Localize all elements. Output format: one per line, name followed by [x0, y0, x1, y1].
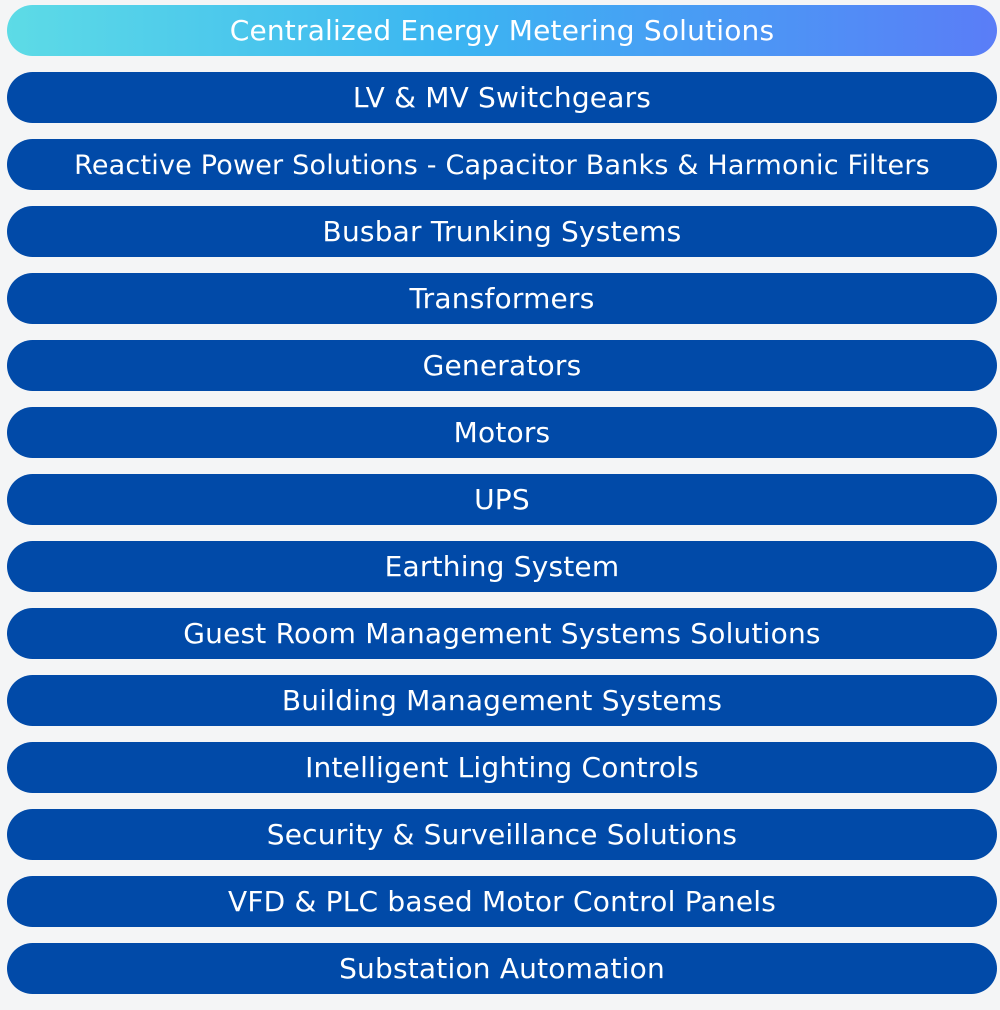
menu-item-intelligent-lighting[interactable]: Intelligent Lighting Controls [7, 742, 997, 793]
menu-item-guest-room-management[interactable]: Guest Room Management Systems Solutions [7, 608, 997, 659]
menu-item-substation-automation[interactable]: Substation Automation [7, 943, 997, 994]
solutions-menu: Centralized Energy Metering Solutions LV… [7, 5, 997, 1010]
menu-item-motors[interactable]: Motors [7, 407, 997, 458]
menu-item-label: Substation Automation [339, 952, 665, 985]
menu-item-label: Busbar Trunking Systems [322, 215, 682, 248]
menu-item-label: Transformers [409, 282, 595, 315]
menu-item-label: Motors [453, 416, 551, 449]
menu-item-label: Earthing System [384, 550, 620, 583]
menu-item-label: Centralized Energy Metering Solutions [229, 14, 775, 47]
menu-item-vfd-plc-panels[interactable]: VFD & PLC based Motor Control Panels [7, 876, 997, 927]
menu-item-generators[interactable]: Generators [7, 340, 997, 391]
menu-item-lv-mv-switchgears[interactable]: LV & MV Switchgears [7, 72, 997, 123]
menu-item-reactive-power[interactable]: Reactive Power Solutions - Capacitor Ban… [7, 139, 997, 190]
menu-item-earthing-system[interactable]: Earthing System [7, 541, 997, 592]
menu-item-label: Reactive Power Solutions - Capacitor Ban… [74, 149, 930, 181]
menu-item-busbar-trunking[interactable]: Busbar Trunking Systems [7, 206, 997, 257]
menu-item-centralized-energy-metering[interactable]: Centralized Energy Metering Solutions [7, 5, 997, 56]
menu-item-ups[interactable]: UPS [7, 474, 997, 525]
menu-item-label: LV & MV Switchgears [352, 81, 652, 114]
menu-item-label: UPS [474, 483, 530, 516]
menu-item-transformers[interactable]: Transformers [7, 273, 997, 324]
menu-item-label: Intelligent Lighting Controls [305, 751, 699, 784]
menu-item-label: Building Management Systems [281, 684, 723, 717]
menu-item-building-management[interactable]: Building Management Systems [7, 675, 997, 726]
menu-item-label: Guest Room Management Systems Solutions [183, 617, 821, 650]
menu-item-label: Security & Surveillance Solutions [266, 818, 738, 851]
menu-item-label: VFD & PLC based Motor Control Panels [227, 885, 777, 918]
menu-item-label: Generators [422, 349, 582, 382]
menu-item-security-surveillance[interactable]: Security & Surveillance Solutions [7, 809, 997, 860]
